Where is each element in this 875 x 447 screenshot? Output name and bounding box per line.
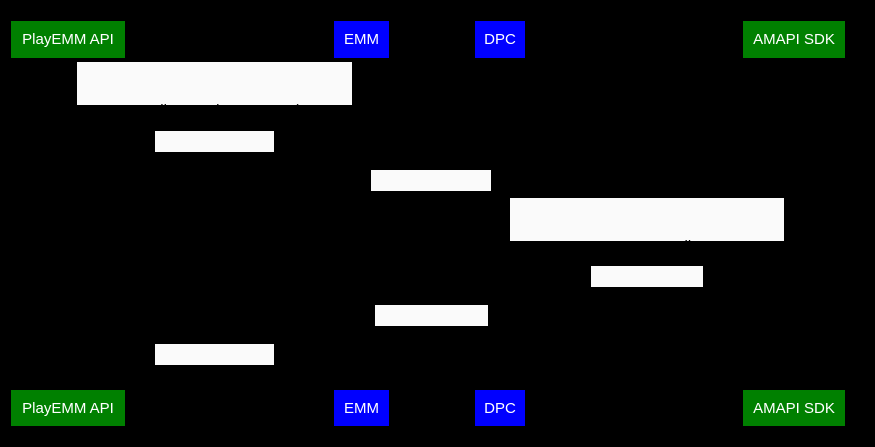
participant-label: EMM <box>344 399 379 417</box>
lifeline-dpc <box>500 58 501 390</box>
participant-dpc-bottom[interactable]: DPC <box>475 390 525 426</box>
message-label-devices-update: devices.update() <box>155 344 274 401</box>
participant-dpc-top[interactable]: DPC <box>475 21 525 58</box>
participant-emm-top[interactable]: EMM <box>334 21 389 58</box>
participant-amapi-sdk-top[interactable]: AMAPI SDK <box>743 21 845 58</box>
message-label-enrollment-token-dpc: enrollment token <box>371 170 491 227</box>
message-line-1: enrollmentToken <box>156 171 267 188</box>
message-label-userid-deviceid-dpc: userId, deviceId <box>591 266 703 323</box>
lifeline-playemm-api <box>67 58 68 390</box>
arrow-enrollment-token-response <box>67 153 361 154</box>
arrow-devices-update <box>67 366 361 367</box>
arrow-userid-deviceid-to-dpc <box>500 288 793 289</box>
arrow-userid-deviceid-to-emm <box>361 327 500 328</box>
message-line-1: userId, deviceId <box>592 306 698 323</box>
message-label-start-account-setup: accountSetupClient .startAccountSetup(en… <box>510 198 784 312</box>
participant-label: PlayEMM API <box>22 399 114 417</box>
message-line-2: enrollmentTokenType=userlessDevice) <box>85 159 344 176</box>
message-line-1: accountSetupClient <box>581 238 713 255</box>
lifeline-amapi-sdk <box>793 58 794 390</box>
participant-label: AMAPI SDK <box>753 31 835 48</box>
message-line-1: devices.update() <box>156 384 267 401</box>
participant-playemm-api-top[interactable]: PlayEMM API <box>11 21 125 58</box>
message-label-enrollment-token: enrollmentToken <box>155 131 274 188</box>
participant-label: DPC <box>484 399 516 417</box>
message-label-userid-deviceid-emm: userId, deviceId <box>375 305 488 362</box>
participant-label: AMAPI SDK <box>753 399 835 417</box>
participant-amapi-sdk-bottom[interactable]: AMAPI SDK <box>743 390 845 426</box>
arrow-enrollment-token-to-dpc <box>361 192 500 193</box>
lifeline-emm <box>361 58 362 390</box>
participant-label: PlayEMM API <box>22 31 114 48</box>
message-line-2: .startAccountSetup(entrollment token) <box>521 295 773 312</box>
participant-label: DPC <box>484 31 516 48</box>
message-line-1: enrollment token <box>372 210 483 227</box>
message-line-1: userId, deviceId <box>376 345 482 362</box>
participant-label: EMM <box>344 31 379 48</box>
message-line-1: enrollmentTokens.create( <box>130 102 299 119</box>
message-label-enrollment-tokens-create: enrollmentTokens.create( enrollmentToken… <box>77 62 352 176</box>
participant-playemm-api-bottom[interactable]: PlayEMM API <box>11 390 125 426</box>
participant-emm-bottom[interactable]: EMM <box>334 390 389 426</box>
